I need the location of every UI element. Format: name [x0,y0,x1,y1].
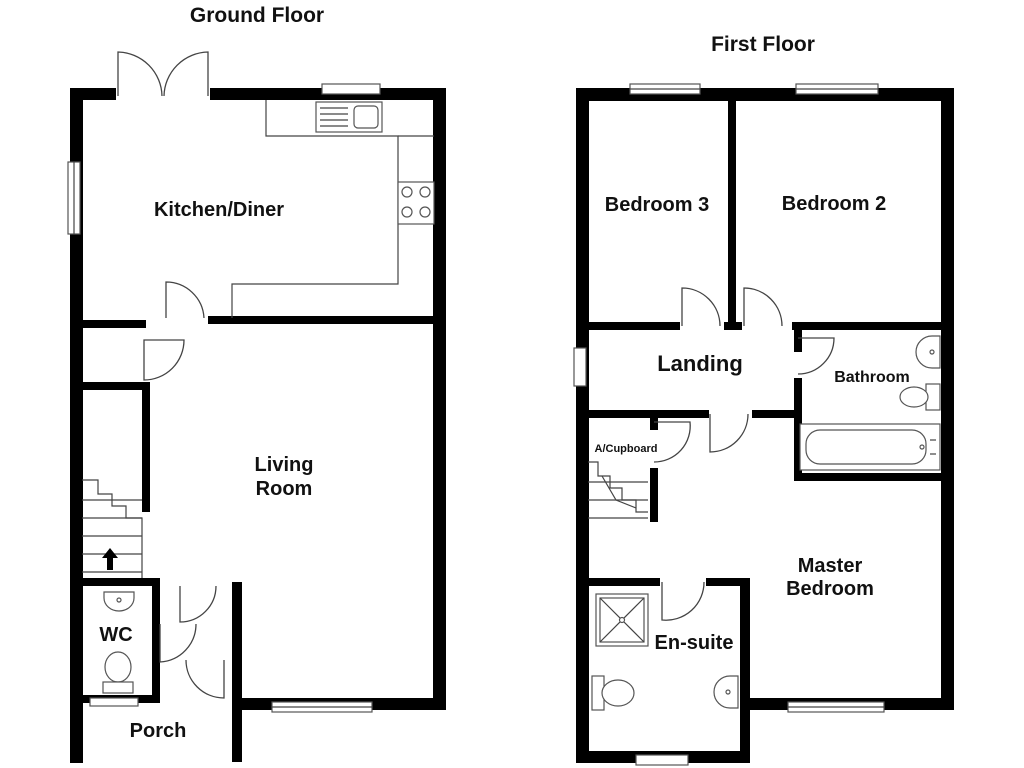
store-bottom-wall [78,382,150,390]
kitchen-units [231,100,435,318]
bed2-bath-wall [792,322,946,330]
ground-floor-plan: Ground Floor [67,4,446,763]
cupboard-east-wall [650,468,658,522]
ensuite-door [661,581,705,621]
ensuite-east-wall [740,582,750,763]
ground-stairs [82,479,143,578]
ensuite-top-wall-left [584,578,660,586]
ground-west-wall [70,88,83,763]
room-label-master-2: Bedroom [786,578,874,600]
kitchen-living-wall [208,316,438,324]
wc-window [89,697,139,707]
bed3-door [681,287,721,327]
room-label-wc: WC [99,624,132,646]
store-door [143,339,185,381]
bathroom-toilet [899,386,929,408]
ensuite-toilet [601,679,635,707]
ground-east-wall [433,88,446,710]
french-doors [117,51,209,97]
room-label-ensuite: En-suite [655,632,734,654]
ensuite-top-wall-right [706,578,750,586]
ground-floor-title: Ground Floor [190,4,324,27]
bed3-landing-wall [584,322,680,330]
stair-up-arrow-icon [102,548,118,570]
room-label-living-1: Living [255,454,314,476]
bathroom-basin [915,335,941,369]
room-label-cupboard: A/Cupboard [595,443,658,455]
first-stairs [588,461,648,519]
living-door [179,585,217,623]
room-label-bedroom2: Bedroom 2 [782,193,886,215]
ensuite-window [635,754,689,766]
room-label-bathroom: Bathroom [834,369,910,386]
room-label-porch: Porch [130,720,187,742]
bathroom-south-wall [794,473,946,481]
bed2-door [743,287,783,327]
store-top-wall [78,320,146,328]
bathroom-west-wall [794,378,802,481]
first-west-wall [576,88,589,763]
landing-south-wall [584,410,709,418]
ensuite-fittings [591,593,739,711]
room-label-kitchen: Kitchen/Diner [154,199,284,221]
first-east-wall [941,88,954,710]
room-label-bedroom3: Bedroom 3 [605,194,709,216]
wc-door [159,623,197,663]
first-floor-title: First Floor [711,33,815,56]
room-label-living-2: Room [256,478,313,500]
ground-north-wall-left [70,88,116,100]
stair-wall [142,382,150,512]
master-door [709,413,749,453]
room-label-landing: Landing [657,351,743,376]
wc-fittings [102,591,135,694]
wc-toilet [104,651,132,683]
kitchen-door [165,281,205,319]
wc-east-wall [152,578,160,703]
porch-east-wall [232,582,242,762]
landing-window [573,347,587,387]
bathroom-fittings [799,335,941,471]
room-label-master-1: Master [798,555,863,577]
wc-top-wall [78,578,160,586]
bed3-bed2-wall [728,96,736,326]
first-floor-plan: First Floor [573,33,954,766]
cupboard-door [653,421,691,463]
bathroom-door [797,337,835,375]
porch-inner-door [185,659,225,699]
kitchen-window-north [321,83,381,95]
